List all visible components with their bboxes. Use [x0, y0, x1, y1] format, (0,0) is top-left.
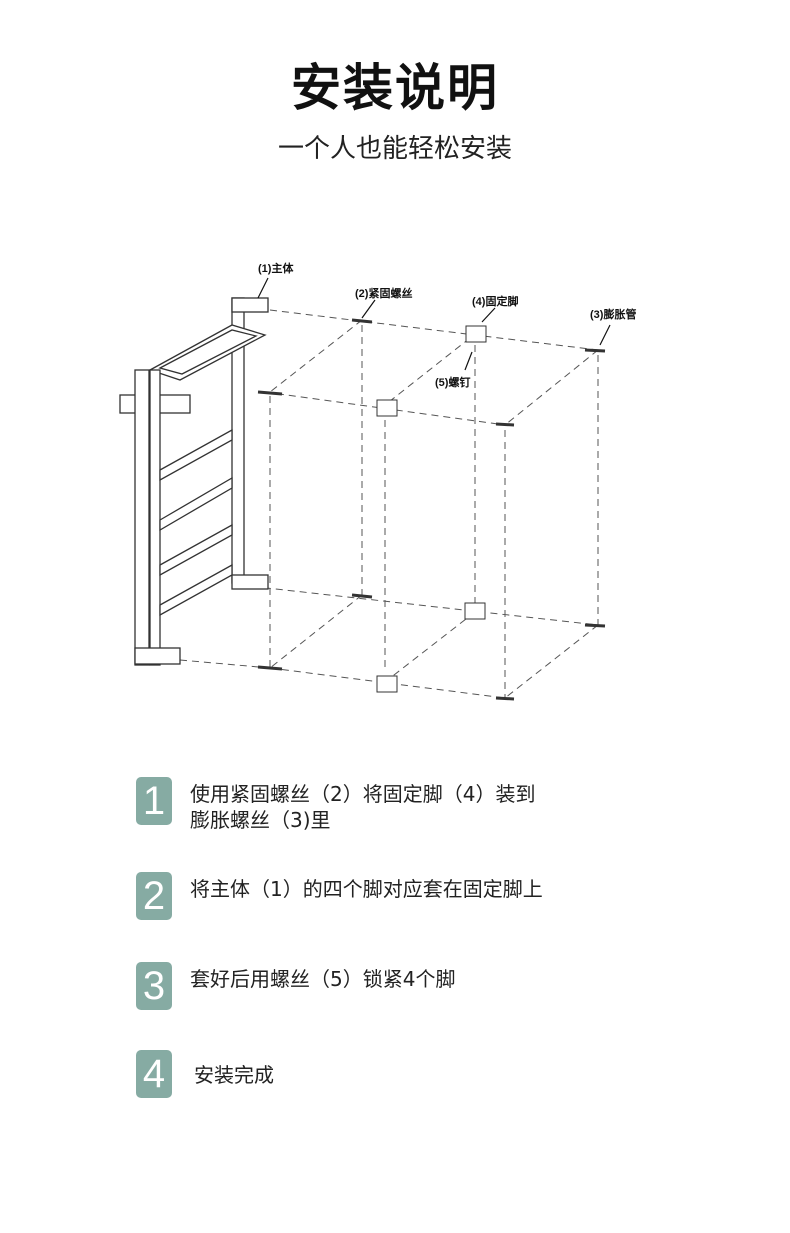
step-line: 使用紧固螺丝（2）将固定脚（4）装到	[190, 782, 536, 806]
step-text: 将主体（1）的四个脚对应套在固定脚上	[190, 876, 610, 902]
fixed-foot-1	[465, 325, 487, 343]
label-main-body: (1)主体	[258, 261, 294, 275]
step-text: 安装完成	[194, 1062, 614, 1088]
step-4: 4 安装完成	[136, 1050, 614, 1098]
step-text: 套好后用螺丝（5）锁紧4个脚	[190, 966, 610, 992]
label-fixed-foot: (4)固定脚	[472, 294, 518, 308]
main-body-frame	[119, 297, 269, 666]
step-number-badge: 4	[136, 1050, 172, 1098]
page-subtitle: 一个人也能轻松安装	[277, 134, 512, 164]
fixed-foot-4	[376, 675, 398, 693]
screws	[257, 318, 606, 701]
assembly-diagram: (1)主体 (2)紧固螺丝 (4)固定脚 (3)膨胀管 (5)螺钉	[119, 261, 636, 701]
step-number-badge: 3	[136, 962, 172, 1010]
step-1: 1 使用紧固螺丝（2）将固定脚（4）装到 膨胀螺丝（3)里	[136, 777, 610, 833]
step-text: 使用紧固螺丝（2）将固定脚（4）装到 膨胀螺丝（3)里	[190, 781, 610, 833]
fixed-foot-2	[376, 399, 398, 417]
label-screw: (5)螺钉	[435, 375, 470, 389]
step-line: 膨胀螺丝（3)里	[190, 808, 331, 832]
step-number-badge: 2	[136, 872, 172, 920]
step-number-badge: 1	[136, 777, 172, 825]
step-line: 安装完成	[194, 1063, 274, 1087]
fixed-feet	[376, 325, 487, 693]
step-line: 将主体（1）的四个脚对应套在固定脚上	[190, 877, 543, 901]
label-expansion-tube: (3)膨胀管	[590, 307, 636, 321]
page-title: 安装说明	[291, 59, 499, 117]
dashed-guide-lines	[179, 309, 599, 699]
step-2: 2 将主体（1）的四个脚对应套在固定脚上	[136, 872, 610, 920]
step-line: 套好后用螺丝（5）锁紧4个脚	[190, 967, 456, 991]
step-3: 3 套好后用螺丝（5）锁紧4个脚	[136, 962, 610, 1010]
label-arrows	[257, 277, 611, 371]
fixed-foot-3	[464, 602, 486, 620]
label-fastening-screw: (2)紧固螺丝	[355, 286, 412, 300]
